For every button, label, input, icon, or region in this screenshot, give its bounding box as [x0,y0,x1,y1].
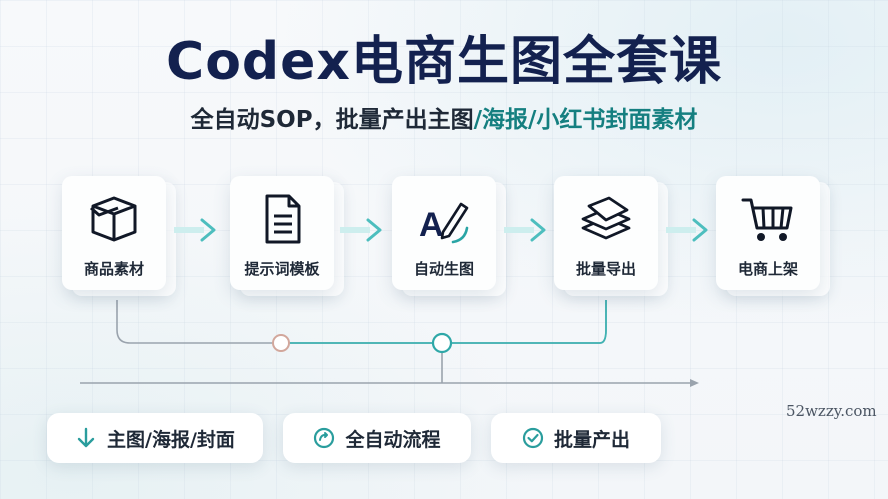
arrow-down-icon [77,427,95,448]
connector-path-accent [281,300,607,344]
step-label: 提示词模板 [244,260,320,278]
feature-badge-main-image: 主图/海报/封面 [47,413,263,463]
subtitle-main: 全自动SOP，批量产出主图 [190,107,474,133]
step-label: 商品素材 [83,260,144,278]
refresh-circle-icon [314,427,335,449]
step-card-face: 提示词模板 [230,176,334,290]
ai-pen-icon: A [419,202,469,244]
arrow-right-icon [504,218,546,242]
step-label: 自动生图 [413,260,474,278]
subtitle-accent: /海报/小红书封面素材 [473,107,698,133]
connector-node-active [431,332,453,354]
arrow-right-icon [340,218,382,242]
badge-label: 批量产出 [553,428,630,451]
step-card-face: 批量导出 [554,176,658,290]
badge-label: 主图/海报/封面 [107,428,235,451]
badge-label: 全自动流程 [345,428,441,451]
feature-badge-batch-output: 批量产出 [491,413,661,463]
step-card-face: A 自动生图 [392,176,496,290]
connector-node [272,334,290,352]
shopping-cart-icon [741,198,793,241]
timeline-arrowhead [690,379,699,387]
watermark-text: 52wzzy.com [786,402,877,420]
svg-text:A: A [419,206,444,244]
connector-path [116,300,607,344]
step-card-prompt-template: 提示词模板 [230,176,344,296]
feature-badge-automation: 全自动流程 [283,413,471,463]
check-circle-icon [522,427,544,449]
step-label: 批量导出 [575,260,636,278]
step-card-ecommerce-listing: 电商上架 [716,176,830,296]
arrow-right-icon [666,218,708,242]
step-card-face: 商品素材 [62,176,166,290]
layers-icon [581,196,631,240]
step-card-batch-export: 批量导出 [554,176,668,296]
page-subtitle: 全自动SOP，批量产出主图/海报/小红书封面素材 [0,104,888,136]
step-card-auto-generate: A 自动生图 [392,176,506,296]
box-icon [90,196,137,242]
step-card-product-material: 商品素材 [62,176,176,296]
step-label: 电商上架 [737,260,798,278]
step-card-face: 电商上架 [716,176,820,290]
page-title: Codex电商生图全套课 [166,32,722,92]
document-icon [265,194,301,244]
arrow-right-icon [174,218,216,242]
